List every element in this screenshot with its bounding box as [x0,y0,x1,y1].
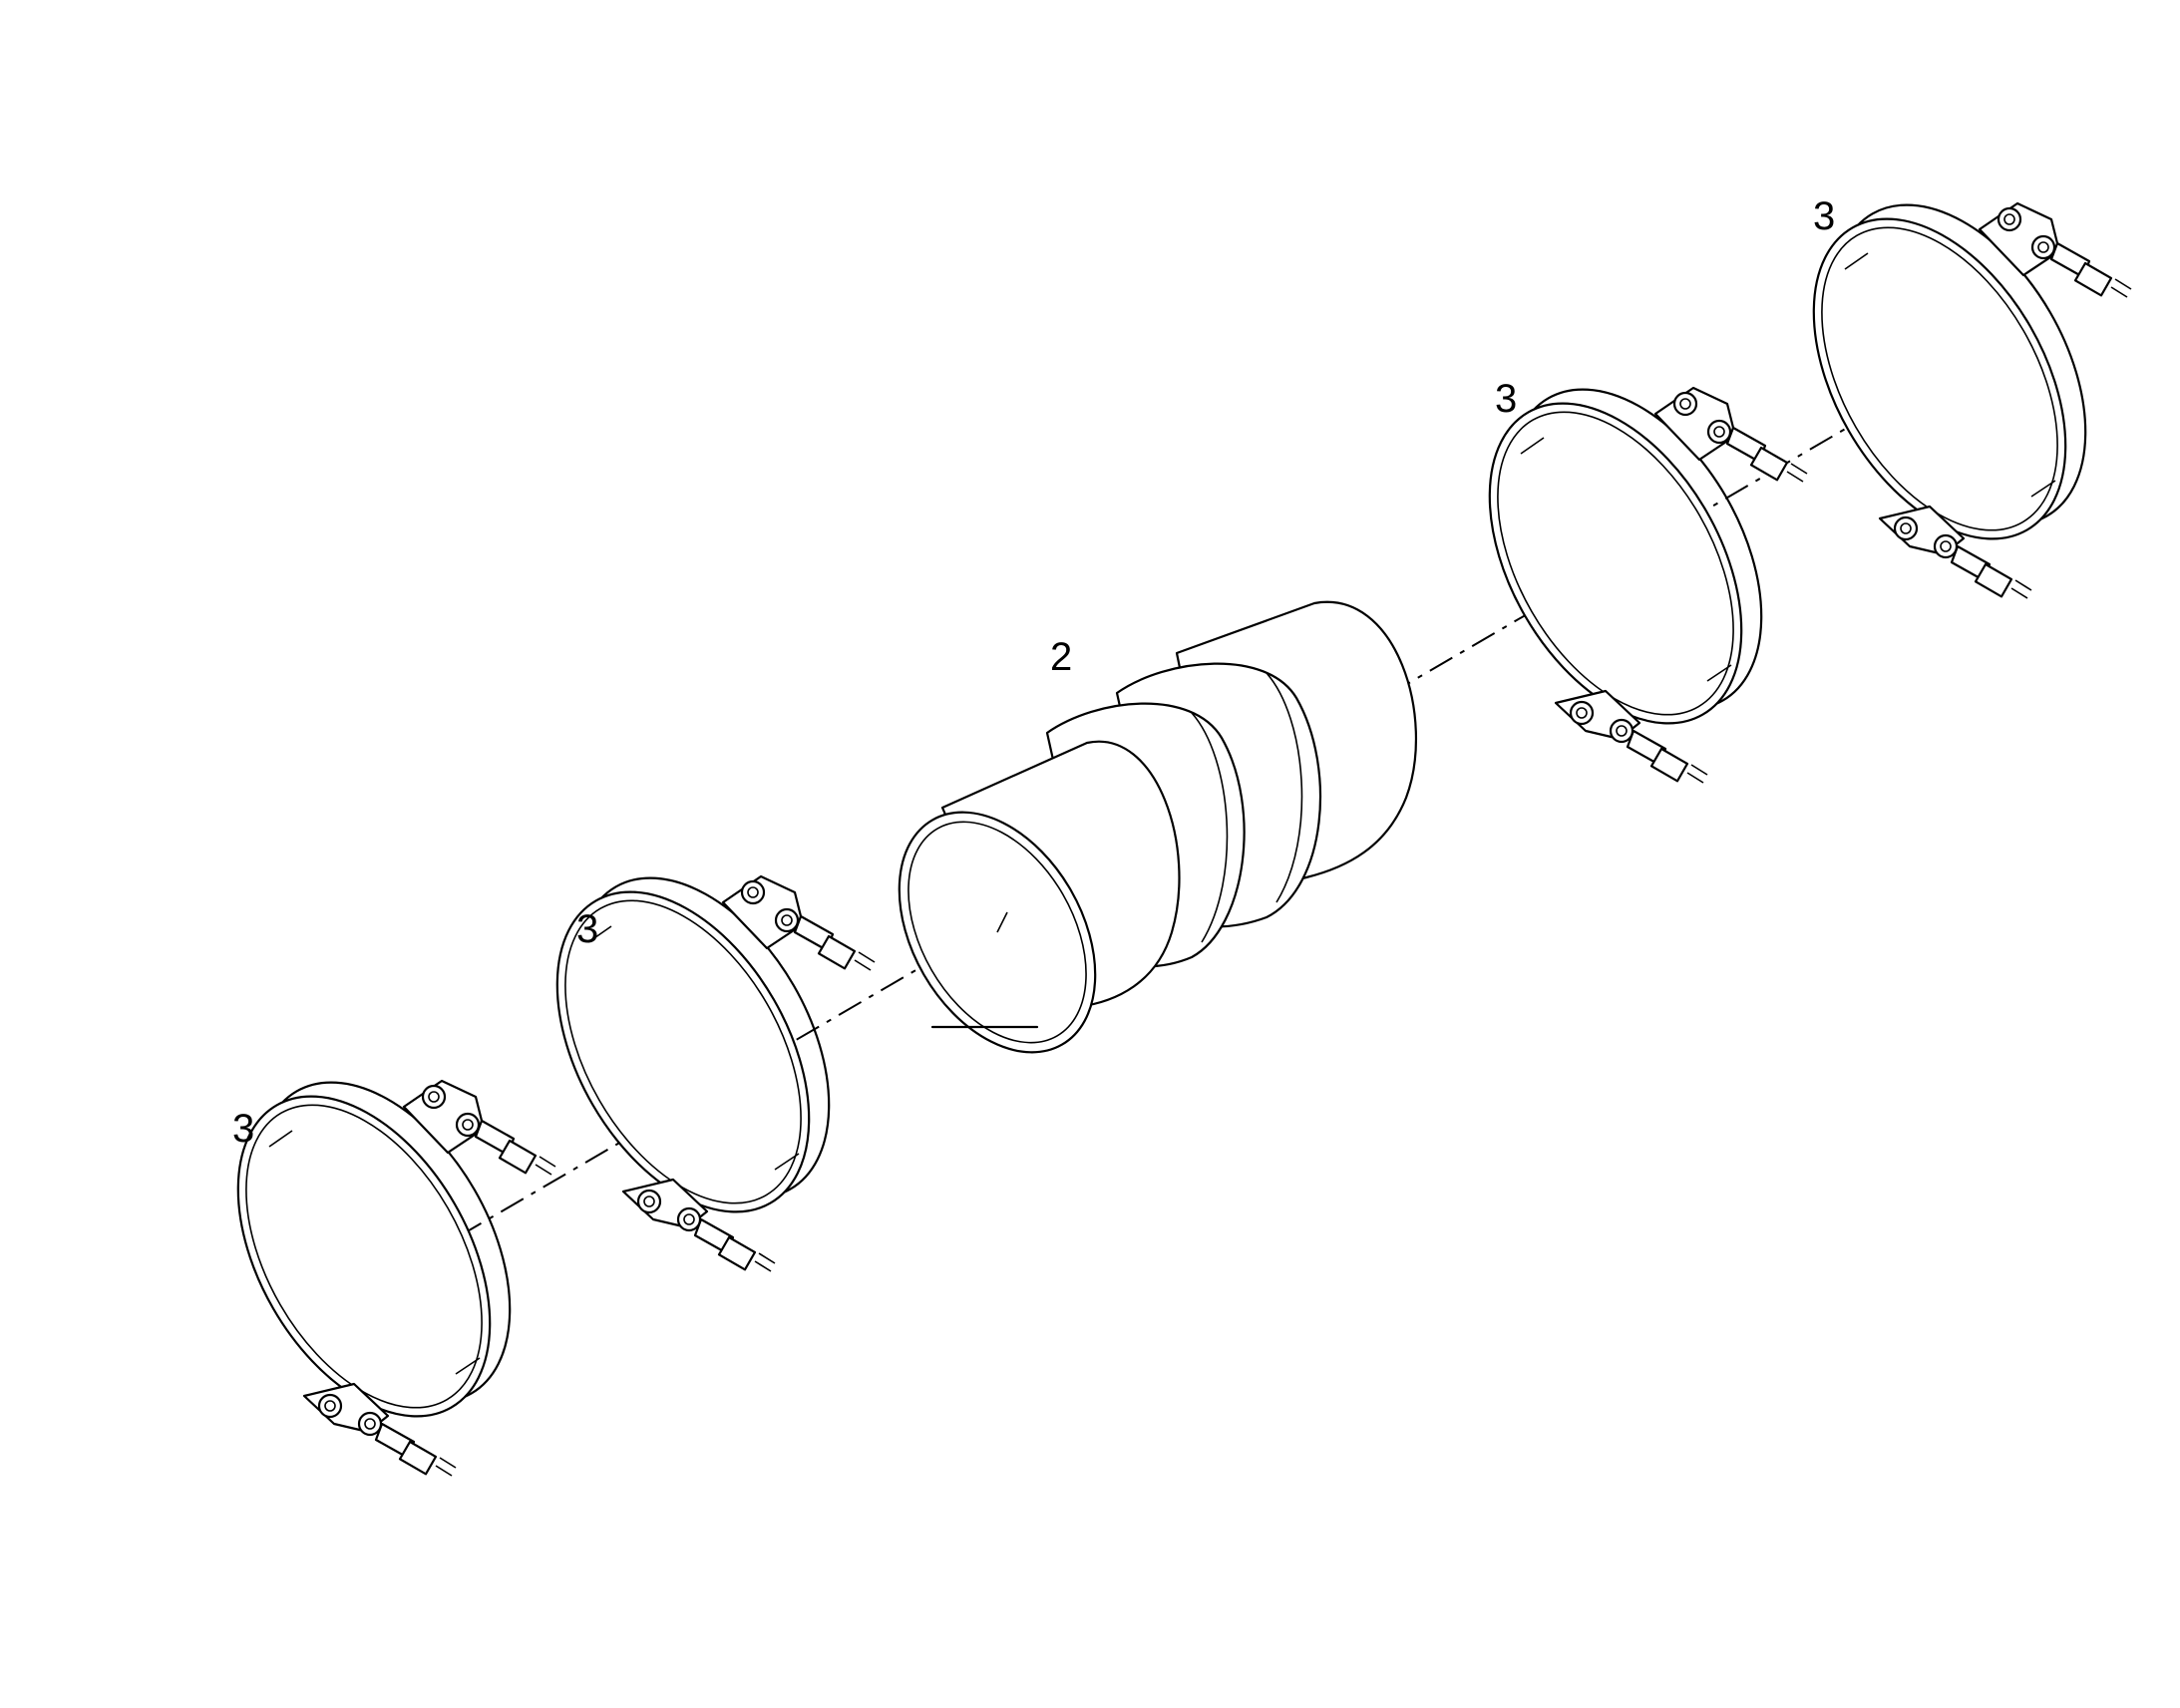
callout-clamp-4: 3 [1813,194,1835,238]
callout-clamp-3: 3 [1495,377,1517,421]
clamp-2 [504,833,883,1273]
callout-clamp-1: 3 [232,1107,254,1151]
callout-hose: 2 [1050,635,1072,679]
callout-clamp-2: 3 [576,907,598,951]
clamp-1 [184,1037,563,1478]
hose-coupler [898,600,1418,1054]
